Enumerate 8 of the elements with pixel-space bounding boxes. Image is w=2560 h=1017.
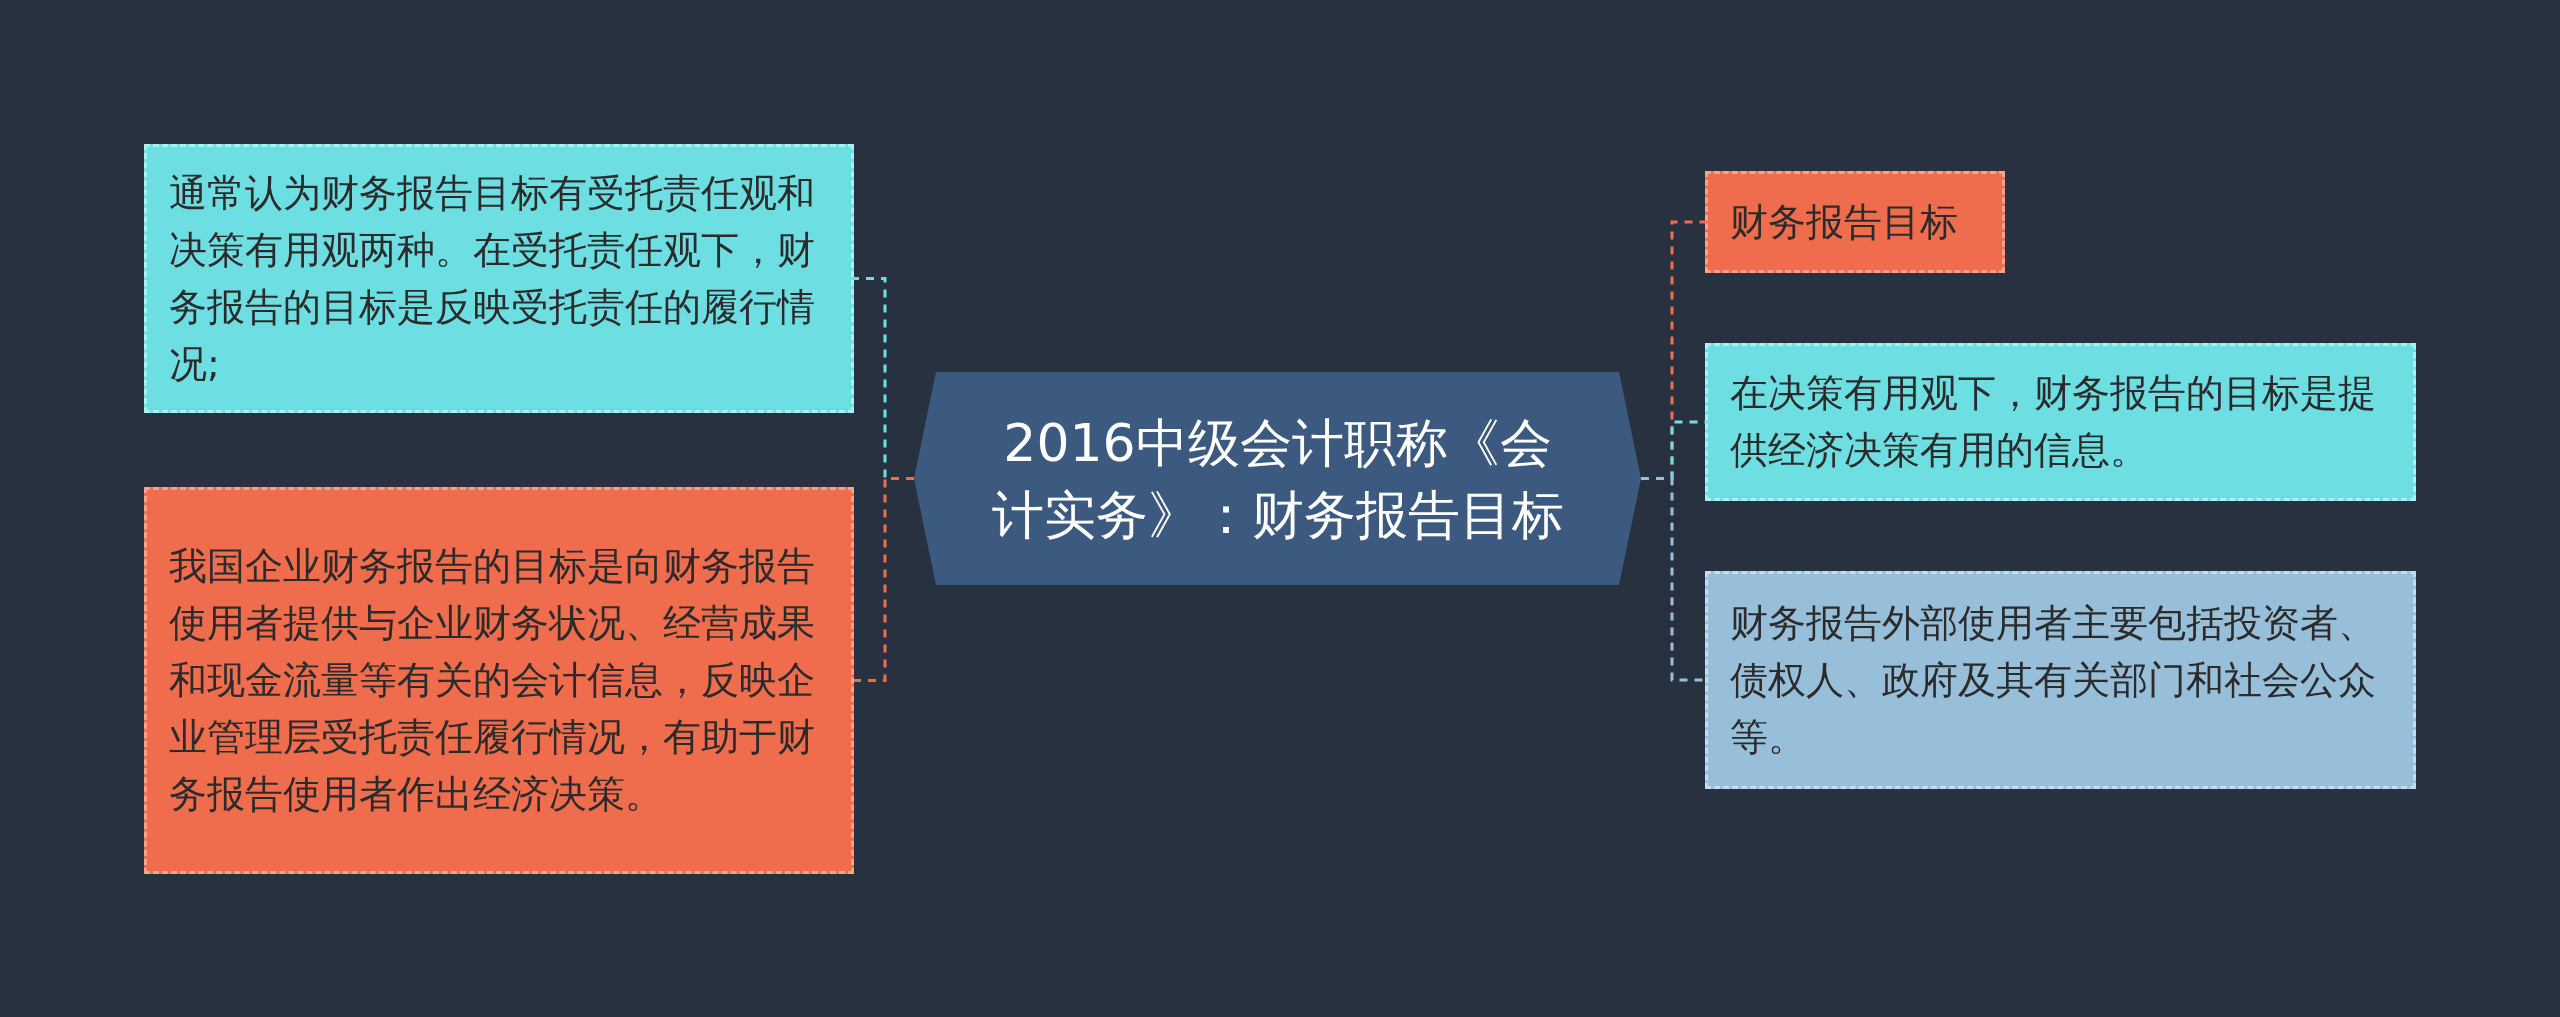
central-topic: 2016中级会计职称《会计实务》：财务报告目标 [914,372,1641,585]
connector-line [854,477,914,682]
connector-line [1641,477,1705,682]
topic-box: 财务报告外部使用者主要包括投资者、债权人、政府及其有关部门和社会公众等。 [1705,571,2416,789]
topic-box: 我国企业财务报告的目标是向财务报告使用者提供与企业财务状况、经营成果和现金流量等有关的会计信息，反映企业管理层受托责任履行情况，有助于财务报告使用者作出经济决策。 [144,487,854,874]
topic-box: 在决策有用观下，财务报告的目标是提供经济决策有用的信息。 [1705,343,2416,501]
topic-box: 通常认为财务报告目标有受托责任观和决策有用观两种。在受托责任观下，财务报告的目标是反映受托责任的履行情况; [144,144,854,413]
topic-box: 财务报告目标 [1705,171,2005,273]
